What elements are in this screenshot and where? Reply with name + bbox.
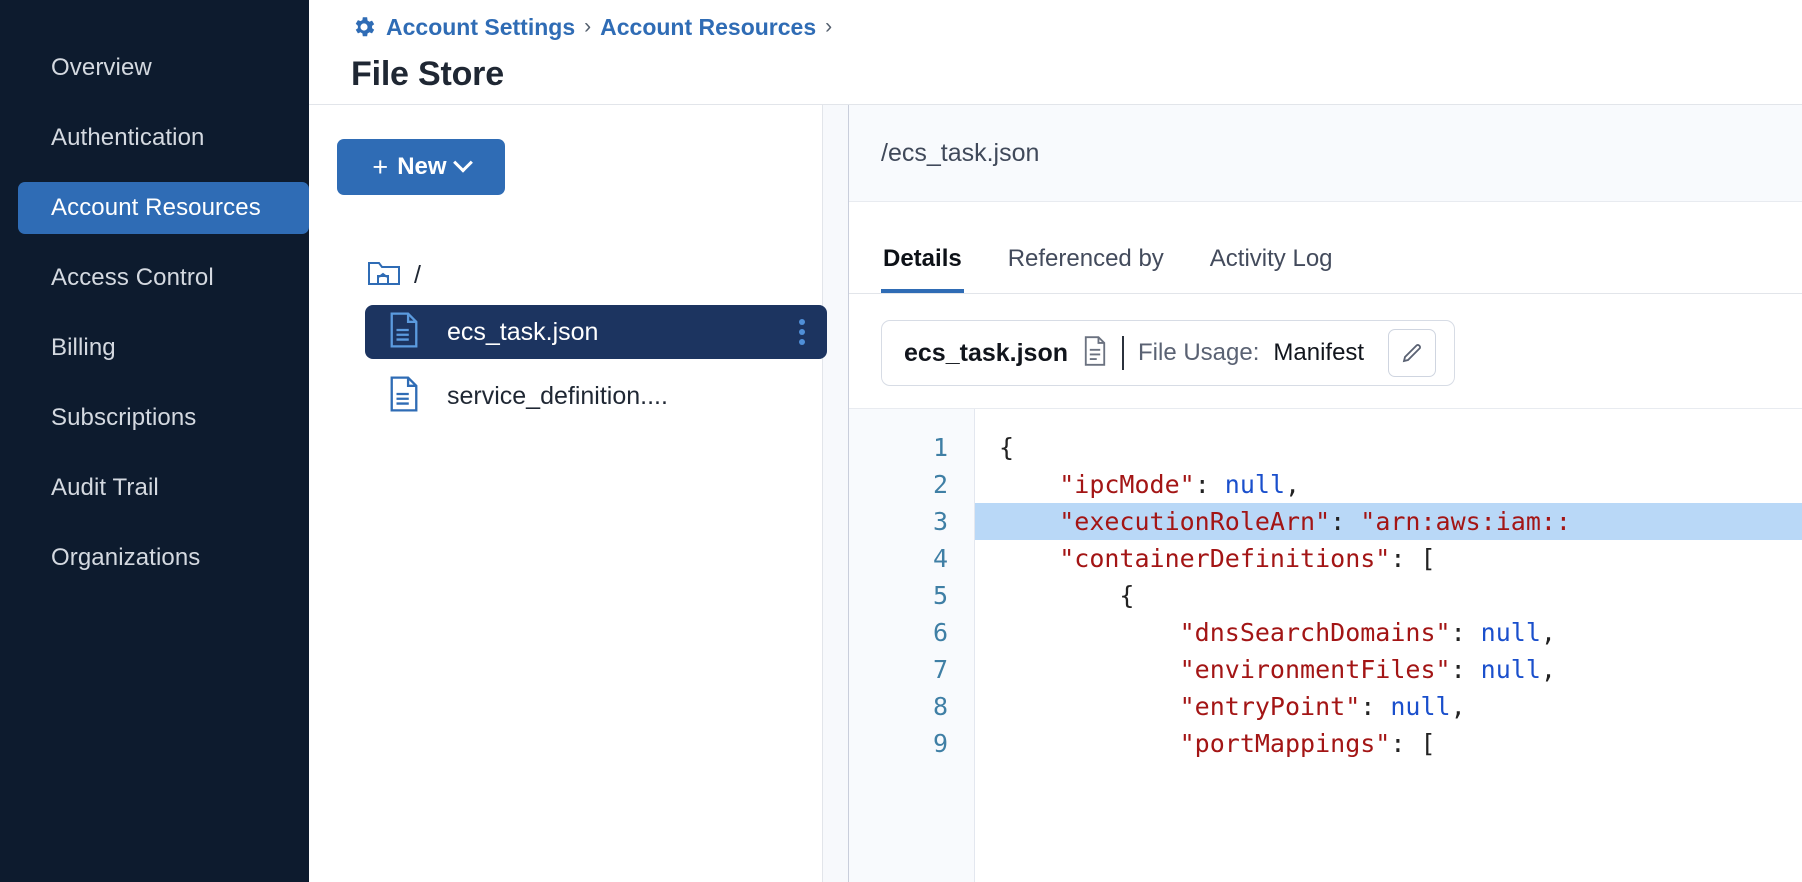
tab-activity-log[interactable]: Activity Log	[1209, 245, 1333, 272]
sidebar-item-access-control[interactable]: Access Control	[18, 252, 309, 304]
tree-root-label: /	[414, 260, 421, 289]
code-line-numbers: 1 2 3 4 5 6 7 8 9	[849, 409, 975, 882]
body-split: + New /	[309, 105, 1802, 882]
sidebar-item-account-resources[interactable]: Account Resources	[18, 182, 309, 234]
file-browser-pane: + New /	[309, 105, 827, 882]
code-line: "containerDefinitions": [	[1059, 544, 1436, 573]
sidebar-item-overview[interactable]: Overview	[18, 42, 309, 94]
sidebar-item-organizations[interactable]: Organizations	[18, 532, 309, 584]
plus-icon: +	[372, 151, 389, 182]
breadcrumb-separator-2: ›	[825, 15, 833, 38]
code-content[interactable]: { "ipcMode": null, "executionRoleArn": "…	[975, 409, 1802, 882]
file-icon	[389, 375, 419, 417]
code-line: "executionRoleArn": "arn:aws:iam::	[975, 503, 1802, 540]
line-number: 1	[932, 433, 948, 462]
json-code-viewer[interactable]: 1 2 3 4 5 6 7 8 9 { "ipcMode": null, "executionR…	[849, 408, 1802, 882]
sidebar-item-billing[interactable]: Billing	[18, 322, 309, 374]
file-name: service_definition....	[447, 381, 668, 410]
chevron-down-icon	[452, 152, 473, 173]
breadcrumb: Account Settings › Account Resources ›	[351, 8, 1802, 46]
file-path-bar: /ecs_task.json	[849, 105, 1802, 202]
file-path: /ecs_task.json	[881, 138, 1040, 167]
sidebar-item-subscriptions[interactable]: Subscriptions	[18, 392, 309, 444]
line-number: 8	[932, 692, 948, 721]
pane-divider[interactable]	[823, 105, 849, 882]
sidebar-item-label: Account Resources	[51, 194, 261, 221]
sidebar-item-label: Subscriptions	[51, 404, 197, 431]
line-number: 2	[932, 470, 948, 499]
line-number: 5	[932, 581, 948, 610]
sidebar-item-label: Authentication	[51, 124, 205, 151]
sidebar-item-label: Billing	[51, 334, 116, 361]
file-tree: / ecs_task.json service_definition....	[337, 255, 827, 423]
usage-file-name: ecs_task.json	[904, 338, 1068, 367]
sidebar-item-audit-trail[interactable]: Audit Trail	[18, 462, 309, 514]
breadcrumb-item-account-settings[interactable]: Account Settings	[386, 13, 576, 40]
file-list: ecs_task.json service_definition....	[337, 305, 827, 423]
main-column: Account Settings › Account Resources › F…	[309, 0, 1802, 882]
line-number: 7	[932, 655, 948, 684]
file-usage-card: ecs_task.json File Usage: Manifest	[881, 320, 1456, 386]
code-line: "entryPoint": null,	[1179, 692, 1466, 721]
usage-divider	[1122, 336, 1124, 370]
line-number: 6	[932, 618, 948, 647]
code-line: "ipcMode": null,	[1059, 470, 1301, 499]
gear-icon	[351, 14, 377, 40]
new-button-label: New	[397, 153, 447, 180]
page-header: Account Settings › Account Resources › F…	[309, 0, 1802, 105]
pencil-icon[interactable]	[1388, 329, 1437, 377]
detail-tabs: Details Referenced by Activity Log	[849, 202, 1802, 294]
code-line: "environmentFiles": null,	[1179, 655, 1556, 684]
tab-details[interactable]: Details	[881, 245, 964, 293]
tab-referenced-by[interactable]: Referenced by	[1007, 245, 1164, 272]
kebab-menu-icon[interactable]	[799, 319, 805, 345]
detail-pane: /ecs_task.json Details Referenced by Activ…	[849, 105, 1802, 882]
sidebar-item-label: Audit Trail	[51, 474, 159, 501]
usage-value: Manifest	[1273, 339, 1365, 366]
breadcrumb-item-account-resources[interactable]: Account Resources	[600, 13, 817, 40]
code-line: {	[999, 433, 1015, 462]
page-title: File Store	[351, 55, 504, 93]
code-line: "portMappings": [	[1179, 729, 1436, 758]
tree-root-folder[interactable]: /	[337, 255, 822, 295]
code-line: {	[1119, 581, 1135, 610]
line-number: 3	[932, 507, 948, 536]
file-usage-section: ecs_task.json File Usage: Manifest	[849, 294, 1802, 408]
sidebar-item-label: Access Control	[51, 264, 214, 291]
line-number: 4	[932, 544, 948, 573]
file-list-item[interactable]: ecs_task.json	[365, 305, 827, 359]
breadcrumb-separator: ›	[584, 15, 592, 38]
sidebar-item-authentication[interactable]: Authentication	[18, 112, 309, 164]
file-name: ecs_task.json	[447, 317, 599, 346]
code-line: "dnsSearchDomains": null,	[1179, 618, 1556, 647]
folder-home-icon	[367, 258, 401, 293]
file-icon	[389, 311, 419, 353]
line-number: 9	[932, 729, 948, 758]
usage-label: File Usage:	[1138, 339, 1260, 366]
sidebar-item-label: Overview	[51, 54, 152, 81]
new-button[interactable]: + New	[337, 139, 505, 195]
file-list-item[interactable]: service_definition....	[365, 369, 822, 423]
document-icon	[1082, 335, 1108, 371]
sidebar-item-label: Organizations	[51, 544, 201, 571]
